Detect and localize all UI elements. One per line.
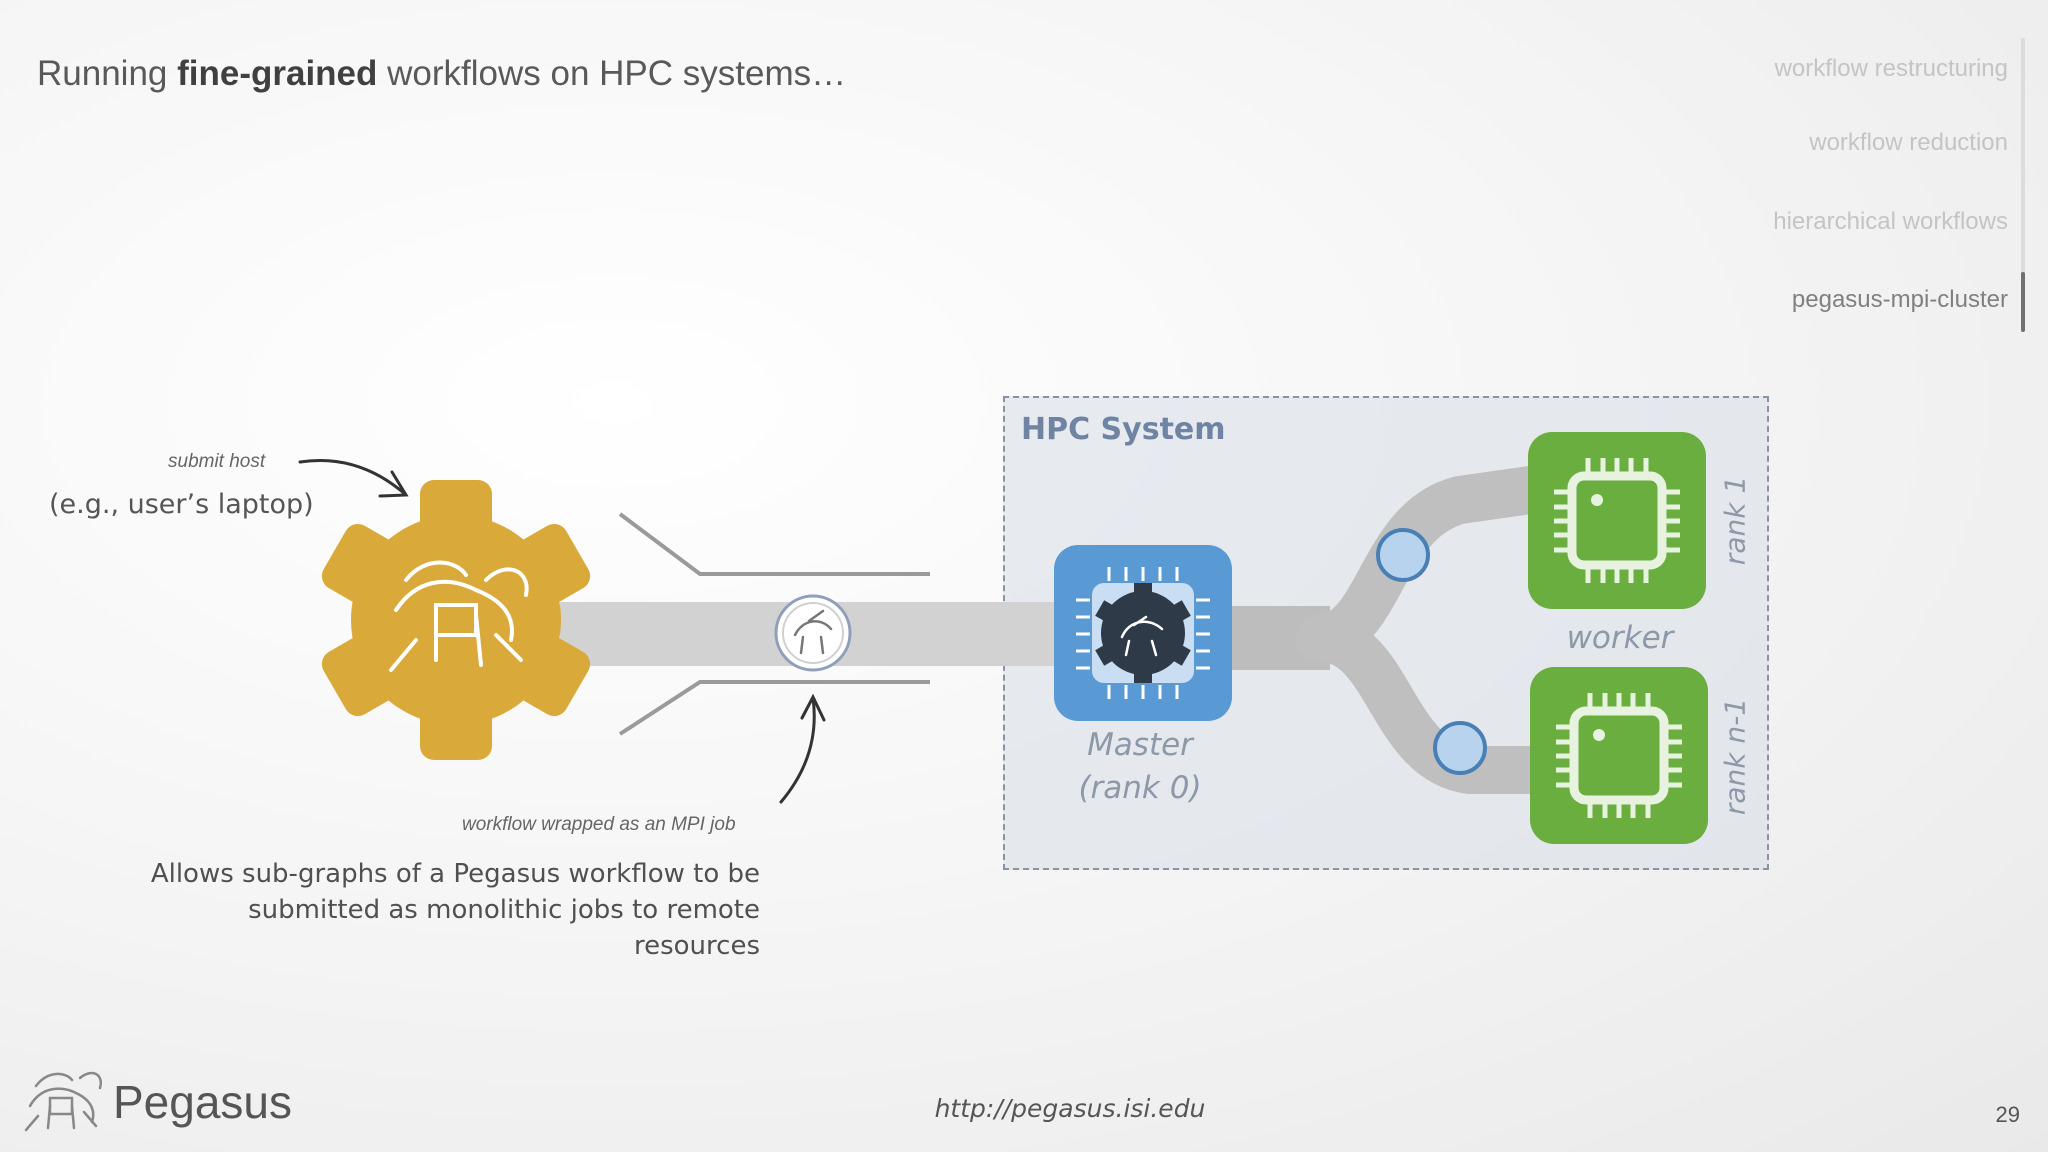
job-token-rank1 bbox=[1376, 528, 1430, 582]
master-label: Master (rank 0) bbox=[1040, 724, 1240, 810]
submit-host-label: submit host bbox=[168, 451, 266, 472]
worker-rankn-cpu-icon bbox=[1530, 667, 1708, 844]
nav-item-workflow-restructuring[interactable]: workflow restructuring bbox=[1774, 55, 2008, 82]
hpc-system-label: HPC System bbox=[1021, 412, 1226, 447]
title-prefix: Running bbox=[37, 54, 178, 93]
description-line-1: Allows sub-graphs of a Pegasus workflow … bbox=[150, 859, 760, 889]
pegasus-horse-icon bbox=[389, 560, 529, 672]
nav-item-pegasus-mpi-cluster[interactable]: pegasus-mpi-cluster bbox=[1791, 286, 2008, 313]
funnel-top-line bbox=[618, 512, 930, 576]
worker-rank1-cpu-icon bbox=[1528, 432, 1706, 609]
nav-item-hierarchical-workflows[interactable]: hierarchical workflows bbox=[1773, 208, 2008, 235]
description-text: Allows sub-graphs of a Pegasus workflow … bbox=[120, 856, 760, 964]
master-label-line-2: (rank 0) bbox=[1078, 770, 1202, 806]
master-label-line-1: Master bbox=[1087, 727, 1193, 763]
mpi-job-token-icon bbox=[774, 594, 852, 672]
rank-n-label: rank n-1 bbox=[1718, 697, 1752, 816]
worker-label: worker bbox=[1566, 620, 1674, 656]
title-bold: fine-grained bbox=[177, 54, 378, 93]
submit-host-arrow-icon bbox=[298, 458, 409, 498]
footer-url[interactable]: http://pegasus.isi.edu bbox=[934, 1094, 1206, 1123]
nav-progress-track bbox=[2021, 38, 2025, 332]
pegasus-logo-icon bbox=[24, 1071, 103, 1132]
nav-item-workflow-reduction[interactable]: workflow reduction bbox=[1809, 129, 2008, 156]
description-line-2: submitted as monolithic jobs to remote r… bbox=[248, 895, 760, 961]
job-token-rankn bbox=[1433, 721, 1487, 775]
nav-progress-indicator bbox=[2021, 272, 2025, 332]
brand-name: Pegasus bbox=[113, 1076, 293, 1128]
slide-title: Running fine-grained workflows on HPC sy… bbox=[37, 54, 846, 94]
title-suffix: workflows on HPC systems… bbox=[377, 54, 847, 93]
mpi-job-label: workflow wrapped as an MPI job bbox=[462, 814, 736, 835]
rank-1-label: rank 1 bbox=[1718, 475, 1752, 566]
branch-pipe-rankn bbox=[1296, 614, 1564, 794]
submit-host-gear-icon bbox=[321, 480, 591, 760]
submit-host-example: (e.g., user’s laptop) bbox=[49, 489, 314, 520]
master-node-icon bbox=[1054, 545, 1232, 721]
page-number: 29 bbox=[1995, 1102, 2020, 1127]
mpi-job-arrow-icon bbox=[779, 693, 826, 804]
funnel-bottom-line bbox=[618, 680, 930, 736]
